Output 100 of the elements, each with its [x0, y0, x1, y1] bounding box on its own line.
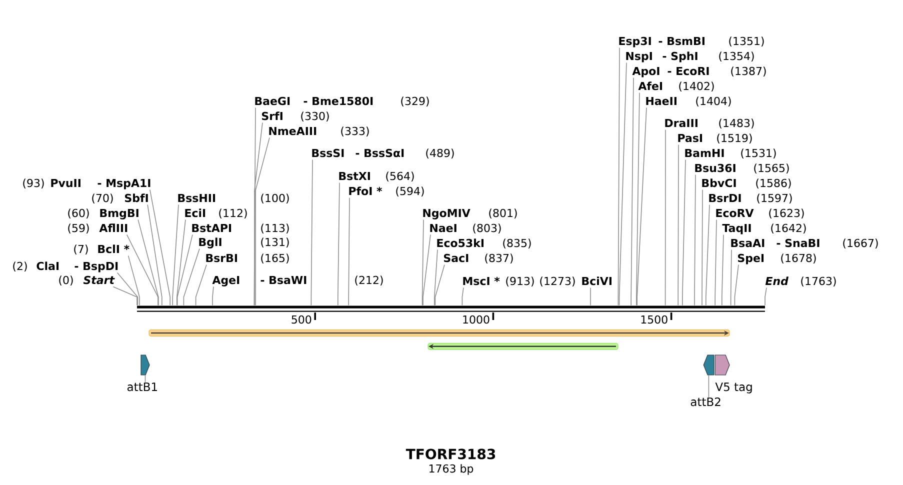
map-title: TFORF3183	[406, 448, 496, 460]
leader-line	[144, 374, 146, 383]
leader-line	[150, 189, 170, 306]
enzyme-site-label: PfoI *	[349, 186, 382, 196]
site-position: (333)	[341, 126, 369, 136]
site-position: (59)	[68, 224, 89, 234]
site-position: (1531)	[741, 148, 776, 158]
leader-line	[590, 287, 591, 306]
site-position: (913)	[506, 276, 534, 286]
site-position: (803)	[473, 224, 501, 234]
enzyme-site-label: NmeAIII	[269, 127, 316, 136]
orf-bar	[148, 330, 730, 336]
leader-line	[434, 264, 445, 306]
site-position: (7)	[74, 244, 88, 254]
leader-line	[708, 374, 710, 398]
enzyme-site-label: PvuII - MspA1I	[51, 179, 150, 190]
feature-label: attB1	[127, 382, 157, 392]
leader-line	[176, 219, 186, 306]
leader-line	[254, 122, 263, 306]
feature-pentagon	[703, 354, 714, 376]
leader-line	[147, 204, 162, 306]
site-position: (1273)	[540, 276, 575, 286]
enzyme-site-label: BsaAI - SnaBI	[731, 238, 820, 248]
leader-line	[636, 92, 640, 306]
enzyme-site-label: NspI - SphI	[626, 52, 698, 62]
leader-line	[338, 182, 340, 306]
site-position: (1483)	[719, 118, 754, 128]
site-position: (1586)	[756, 178, 791, 188]
scale-label: 500	[292, 315, 312, 324]
site-position: (2)	[13, 262, 27, 272]
leader-line	[422, 219, 424, 306]
site-position: (564)	[386, 172, 414, 182]
site-position: (837)	[485, 254, 513, 264]
site-position: (330)	[301, 112, 329, 122]
leader-line	[734, 264, 739, 306]
site-position: (1387)	[731, 66, 766, 76]
site-position: (1667)	[843, 238, 878, 248]
leader-line	[618, 62, 627, 306]
enzyme-site-label: BglI	[199, 238, 222, 248]
enzyme-site-label: BamHI	[685, 149, 724, 158]
enzyme-site-label: Bsu36I	[695, 164, 736, 172]
leader-line	[678, 144, 679, 306]
site-position: (1642)	[771, 224, 806, 234]
leader-line	[462, 287, 464, 306]
sequence-backbone	[137, 306, 765, 312]
enzyme-site-label: BbvCI	[702, 178, 736, 188]
enzyme-site-label: BsrBI	[206, 254, 237, 262]
enzyme-site-label: BstXI	[339, 172, 370, 180]
leader-line	[255, 137, 270, 306]
sequence-end-label: End	[765, 276, 789, 286]
enzyme-site-label: AflIII	[99, 224, 128, 232]
enzyme-site-label: EciI	[185, 208, 206, 218]
enzyme-site-label: MscI *	[463, 276, 500, 286]
site-position: (1763)	[801, 276, 836, 286]
orf-bar	[428, 342, 618, 350]
leader-line	[112, 286, 138, 306]
site-position: (131)	[261, 238, 289, 248]
leader-line	[348, 197, 350, 306]
enzyme-site-label: SacI	[444, 254, 468, 262]
leader-line	[730, 249, 732, 306]
enzyme-site-label: AfeI	[638, 82, 662, 90]
enzyme-site-label: Eco53kI	[437, 238, 484, 248]
leader-line	[702, 189, 703, 306]
site-position: (1404)	[696, 96, 731, 106]
leader-line	[195, 264, 207, 306]
site-position: (1597)	[757, 194, 792, 204]
leader-line	[722, 234, 724, 306]
enzyme-site-label: BaeGI - Bme1580I	[255, 96, 373, 106]
leader-line	[422, 234, 431, 306]
site-position: (165)	[261, 254, 289, 264]
site-position: (112)	[219, 208, 247, 218]
scale-label: 1000	[463, 315, 490, 324]
enzyme-site-label: Esp3I - BsmBI	[619, 36, 704, 48]
leader-line	[128, 255, 140, 306]
enzyme-site-label: BssHII	[178, 194, 216, 202]
enzyme-site-label: SbfI	[124, 194, 148, 202]
site-position: (835)	[503, 238, 531, 248]
enzyme-site-label: HaeII	[646, 97, 676, 106]
leader-line	[183, 248, 200, 306]
enzyme-site-label: AgeI - BsaWI	[212, 276, 306, 286]
enzyme-site-label: BclI *	[98, 244, 130, 254]
site-position: (93)	[23, 178, 44, 188]
enzyme-site-label: NaeI	[430, 224, 456, 232]
enzyme-site-label: BmgBI	[100, 209, 138, 220]
site-position: (113)	[261, 224, 289, 234]
site-position: (1565)	[754, 164, 789, 174]
leader-line	[682, 159, 686, 306]
leader-line	[434, 249, 438, 306]
site-position: (60)	[68, 208, 89, 218]
leader-line	[126, 234, 158, 306]
enzyme-site-label: NgoMIV	[423, 209, 470, 220]
site-position: (1351)	[729, 36, 764, 46]
site-position: (70)	[92, 194, 113, 204]
enzyme-site-label: DraIII	[665, 119, 698, 128]
enzyme-site-label: BsrDI	[709, 194, 741, 202]
enzyme-site-label: ClaI - BspDI	[36, 262, 118, 272]
enzyme-site-label: SrfI	[262, 112, 282, 120]
site-position: (489)	[426, 148, 454, 158]
leader-line	[138, 219, 159, 306]
feature-label: V5 tag	[715, 382, 752, 394]
